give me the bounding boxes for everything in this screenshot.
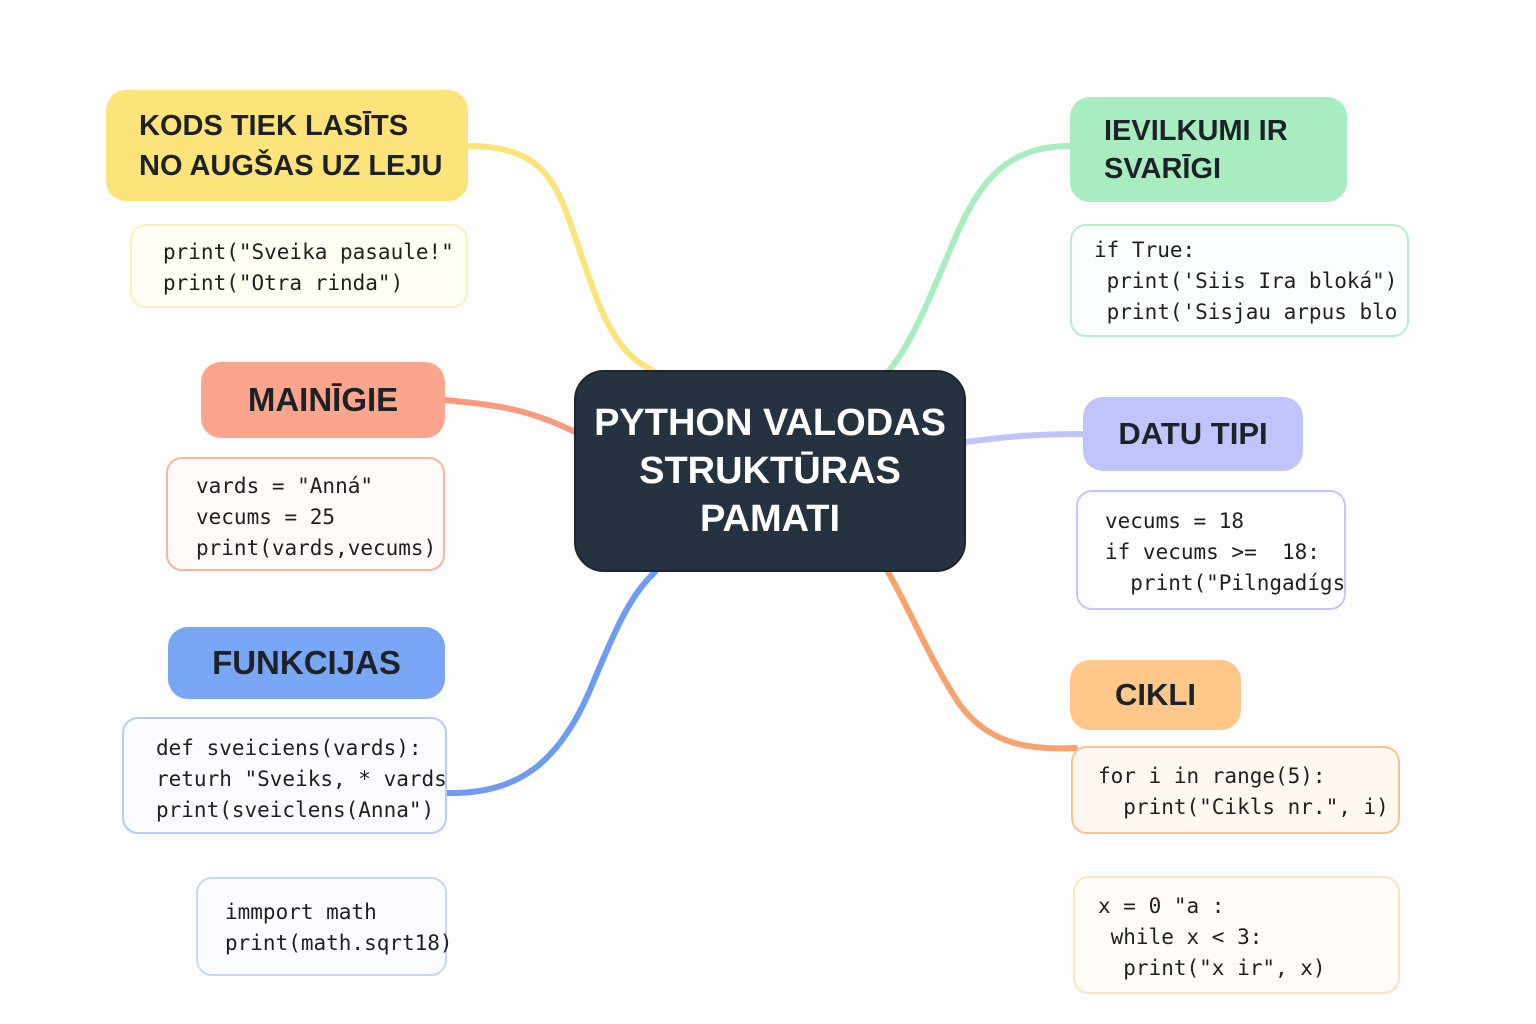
topic-label-line: NO AUGŠAS UZ LEJU xyxy=(139,149,443,182)
connector-mid-left xyxy=(441,397,578,435)
code-line: print("Cikls nr.", i) xyxy=(1098,795,1389,819)
code-line: returh "Sveiks, * vards xyxy=(156,767,447,791)
topic-label: MAINĪGIE xyxy=(247,381,399,418)
code-line: vards = "Anná" xyxy=(196,474,374,498)
code-line: print('Siis Ira bloká") xyxy=(1094,269,1398,293)
central-title-line: PAMATI xyxy=(699,498,840,540)
code-snippet-variables: vards = "Anná" vecums = 25 print(vards,v… xyxy=(166,457,445,571)
code-snippet-functions: def sveiciens(vards): returh "Sveiks, * … xyxy=(122,717,447,834)
central-title-line: PYTHON VALODAS xyxy=(594,402,946,444)
code-line: while x < 3: xyxy=(1098,925,1263,949)
code-snippet-while-loop: x = 0 "a : while x < 3: print("x ir", x) xyxy=(1073,876,1400,994)
topic-label: DATU TIPI xyxy=(1118,416,1268,451)
code-line: print('Sisjau arpus blo xyxy=(1094,300,1398,324)
code-line: def sveiciens(vards): xyxy=(156,736,422,760)
code-line: vecums = 25 xyxy=(196,505,336,529)
connector-top-left xyxy=(465,143,658,375)
code-snippet-indentation: if True: print('Siis Ira bloká") print('… xyxy=(1070,224,1409,337)
code-line: print("x ir", x) xyxy=(1098,956,1326,980)
code-line: if vecums >= 18: xyxy=(1105,540,1320,564)
code-line: x = 0 "a : xyxy=(1098,894,1225,918)
code-snippet-loops: for i in range(5): print("Cikls nr.", i) xyxy=(1071,746,1400,834)
central-title-line: STRUKTŪRAS xyxy=(639,450,901,492)
connector-bottom-right xyxy=(885,569,1078,752)
topic-label-line: IEVILKUMI IR xyxy=(1104,114,1288,147)
topic-reading-order: KODS TIEK LASĪTS NO AUGŠAS UZ LEJU xyxy=(106,90,468,201)
code-line: print("Otra rinda") xyxy=(163,271,404,295)
code-line: print("Sveika pasaule!" xyxy=(163,240,454,264)
code-snippet-reading-order: print("Sveika pasaule!" print("Otra rind… xyxy=(130,224,468,308)
code-line: print(sveiclens(Anna") xyxy=(156,798,435,822)
topic-variables: MAINĪGIE xyxy=(201,362,445,438)
code-line: print("Pilngadígs xyxy=(1105,571,1346,595)
code-line: for i in range(5): xyxy=(1098,764,1326,788)
code-snippet-import: immport math print(math.sqrt18) xyxy=(196,877,453,976)
code-line: print(math.sqrt18) xyxy=(225,931,453,955)
topic-data-types: DATU TIPI xyxy=(1083,397,1303,471)
code-line: immport math xyxy=(225,900,377,924)
connector-mid-right xyxy=(963,431,1086,445)
topic-label: FUNKCIJAS xyxy=(212,644,401,681)
code-line: if True: xyxy=(1094,238,1196,262)
central-topic: PYTHON VALODAS STRUKTŪRAS PAMATI xyxy=(574,370,966,572)
connector-bottom-left xyxy=(443,569,658,797)
code-line: print(vards,vecums) xyxy=(196,536,437,560)
connector-top-right xyxy=(885,143,1073,375)
topic-indentation: IEVILKUMI IR SVARĪGI xyxy=(1070,97,1347,202)
code-line: vecums = 18 xyxy=(1105,509,1245,533)
topic-loops: CIKLI xyxy=(1070,660,1241,730)
topic-label-line: SVARĪGI xyxy=(1104,152,1222,185)
topic-label-line: KODS TIEK LASĪTS xyxy=(139,109,409,142)
code-snippet-data-types: vecums = 18 if vecums >= 18: print("Piln… xyxy=(1076,490,1346,610)
topic-functions: FUNKCIJAS xyxy=(168,627,445,699)
topic-label: CIKLI xyxy=(1115,677,1196,712)
